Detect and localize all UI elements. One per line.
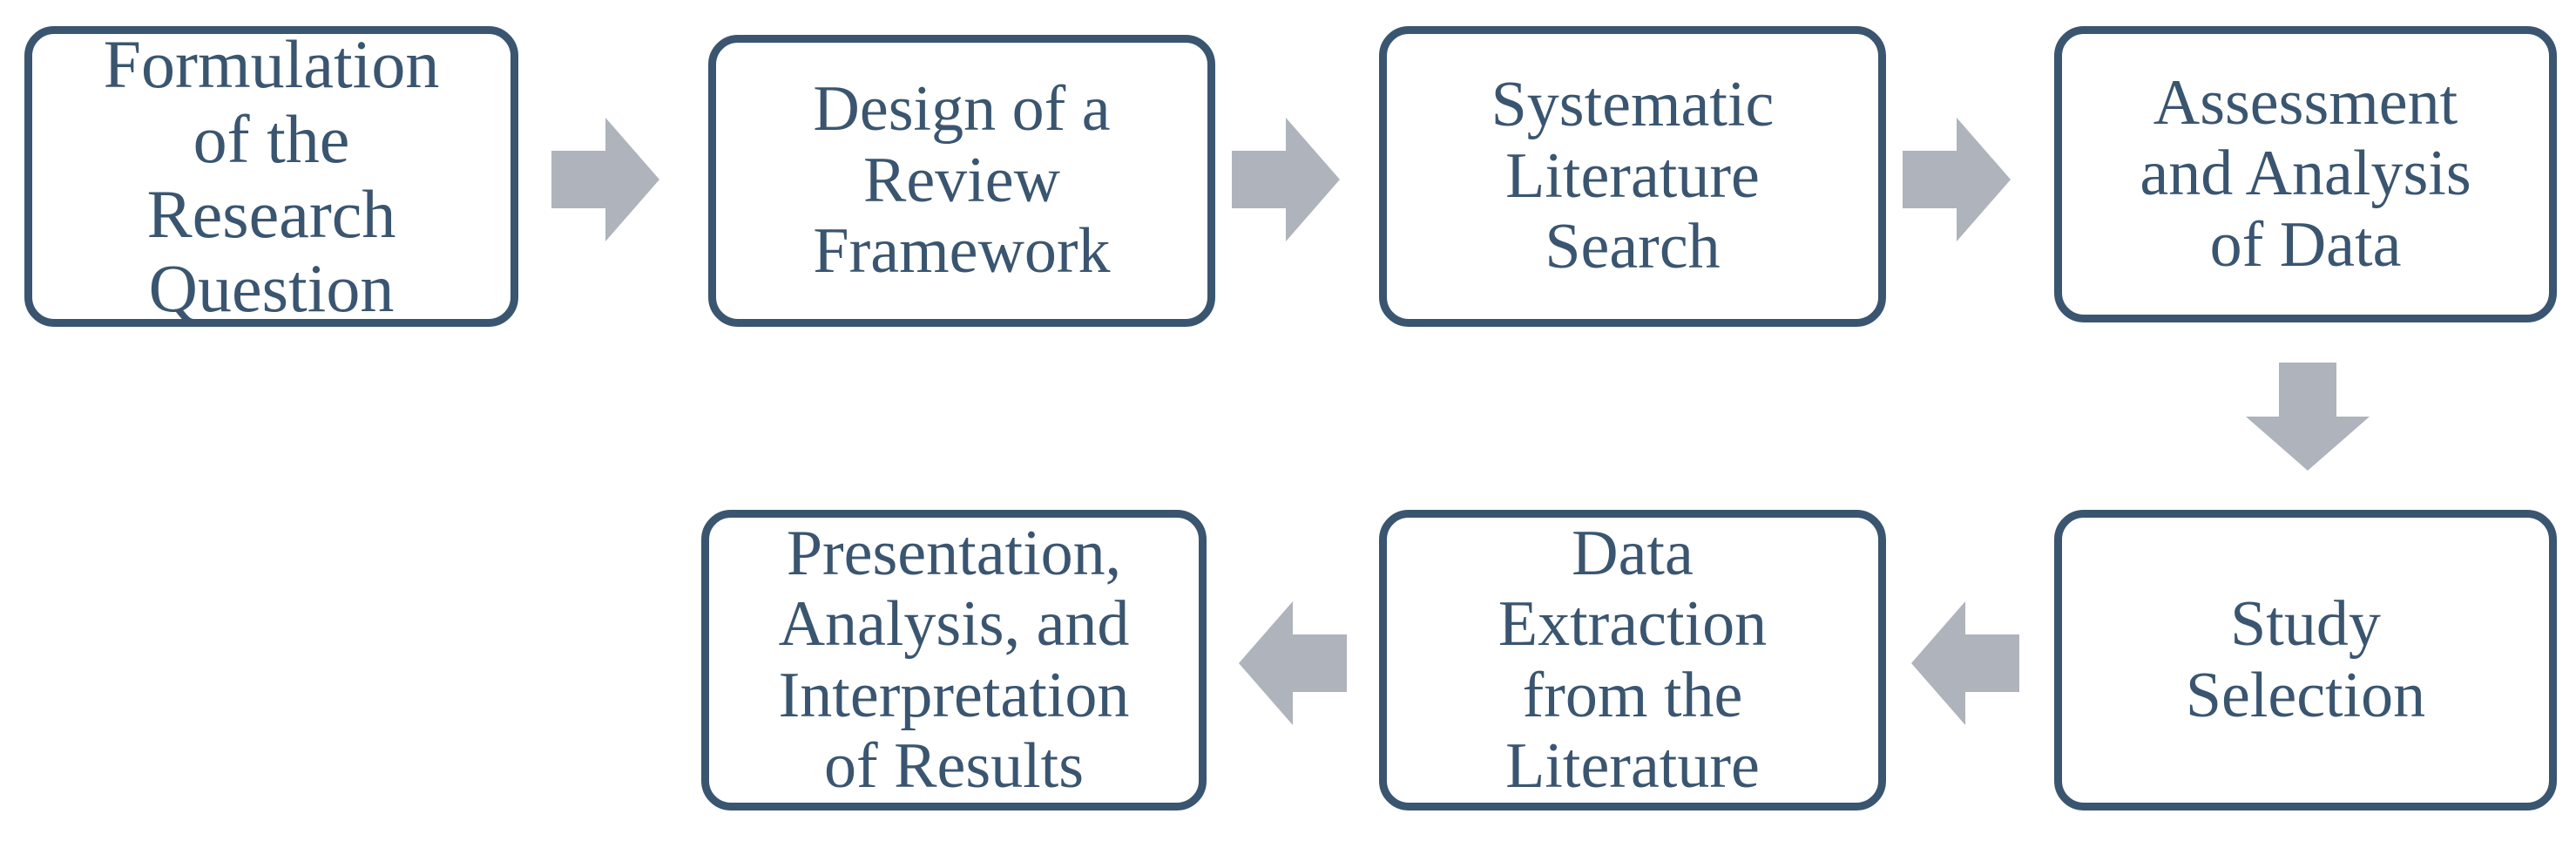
arrow-left-icon <box>1911 601 2019 725</box>
node-systematic-literature-search[interactable]: Systematic Literature Search <box>1379 26 1886 327</box>
node-label: Design of a Review Framework <box>813 73 1111 288</box>
node-design-of-a-review-framework[interactable]: Design of a Review Framework <box>708 35 1215 327</box>
node-formulation-of-the-research-question[interactable]: Formulation of the Research Question <box>24 26 518 327</box>
arrow-right-icon <box>1232 118 1340 241</box>
node-label: Data Extraction from the Literature <box>1498 517 1768 802</box>
node-label: Presentation, Analysis, and Interpretati… <box>778 517 1130 802</box>
node-data-extraction-from-the-literature[interactable]: Data Extraction from the Literature <box>1379 510 1886 810</box>
node-presentation-analysis-and-interpretation-of-results[interactable]: Presentation, Analysis, and Interpretati… <box>701 510 1207 810</box>
node-assessment-and-analysis-of-data[interactable]: Assessment and Analysis of Data <box>2054 26 2557 322</box>
node-label: Assessment and Analysis of Data <box>2140 66 2471 281</box>
node-study-selection[interactable]: Study Selection <box>2054 510 2557 810</box>
arrow-down-icon <box>2246 363 2370 471</box>
arrow-right-icon <box>551 118 659 241</box>
arrow-right-icon <box>1903 118 2011 241</box>
node-label: Formulation of the Research Question <box>103 25 440 327</box>
node-label: Systematic Literature Search <box>1491 69 1775 283</box>
arrow-left-icon <box>1239 601 1347 725</box>
node-label: Study Selection <box>2185 588 2426 731</box>
